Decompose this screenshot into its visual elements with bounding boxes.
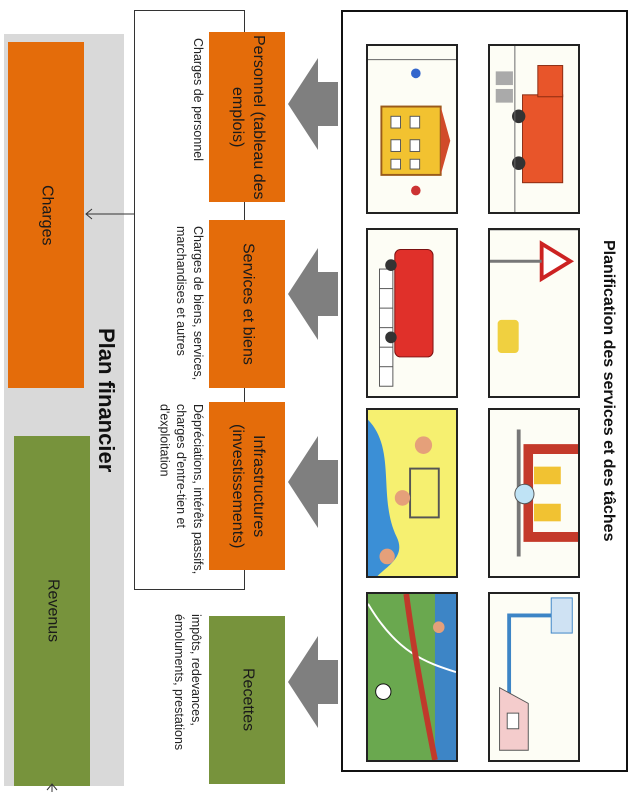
- sports-field-icon: [366, 592, 458, 762]
- note-infrastructures: Dépréciations, intérêts passifs, charges…: [140, 404, 206, 576]
- water-tower-icon: [488, 592, 580, 762]
- garbage-truck-icon: [488, 44, 580, 214]
- water-network-icon: [488, 408, 580, 578]
- infrastructures-block: Infrastructures (investissements): [209, 402, 285, 570]
- arrow-left-icon: [288, 248, 338, 340]
- revenus-label: Revenus: [44, 579, 62, 643]
- revenus-block: Revenus: [14, 436, 90, 786]
- note-services: Charges de biens, services, marchandises…: [144, 226, 206, 396]
- personnel-block: Personnel (tableau des emplois): [209, 32, 285, 202]
- recettes-label: Recettes: [239, 668, 257, 732]
- playground-icon: [366, 408, 458, 578]
- plan-financier-title: Plan financier: [86, 300, 126, 500]
- arrow-left-icon: [288, 636, 338, 728]
- note-recettes-text: impôts, redevances, émoluments, prestati…: [172, 614, 203, 751]
- note-personnel: Charges de personnel: [178, 38, 206, 208]
- charges-block: Charges: [8, 42, 84, 388]
- school-building-icon: [366, 44, 458, 214]
- note-personnel-text: Charges de personnel: [191, 38, 205, 161]
- arrow-left-icon: [288, 436, 338, 528]
- note-recettes: impôts, redevances, émoluments, prestati…: [140, 614, 204, 786]
- planification-title-text: Planification des services et des tâches: [600, 240, 617, 542]
- arrow-left-icon: [288, 58, 338, 150]
- recettes-block: Recettes: [209, 616, 285, 784]
- infrastructures-label: Infrastructures (investissements): [229, 423, 267, 549]
- personnel-label: Personnel (tableau des emplois): [229, 34, 267, 200]
- charges-label: Charges: [38, 184, 56, 246]
- plan-financier-title-text: Plan financier: [94, 327, 119, 473]
- road-sign-icon: [488, 228, 580, 398]
- fire-truck-icon: [366, 228, 458, 398]
- note-services-text: Charges de biens, services, marchandises…: [174, 226, 205, 381]
- planification-title: Planification des services et des tâches: [588, 12, 628, 770]
- services-label: Services et biens: [239, 243, 257, 365]
- services-block: Services et biens: [209, 220, 285, 388]
- note-infrastructures-text: Dépréciations, intérêts passifs, charges…: [157, 404, 205, 575]
